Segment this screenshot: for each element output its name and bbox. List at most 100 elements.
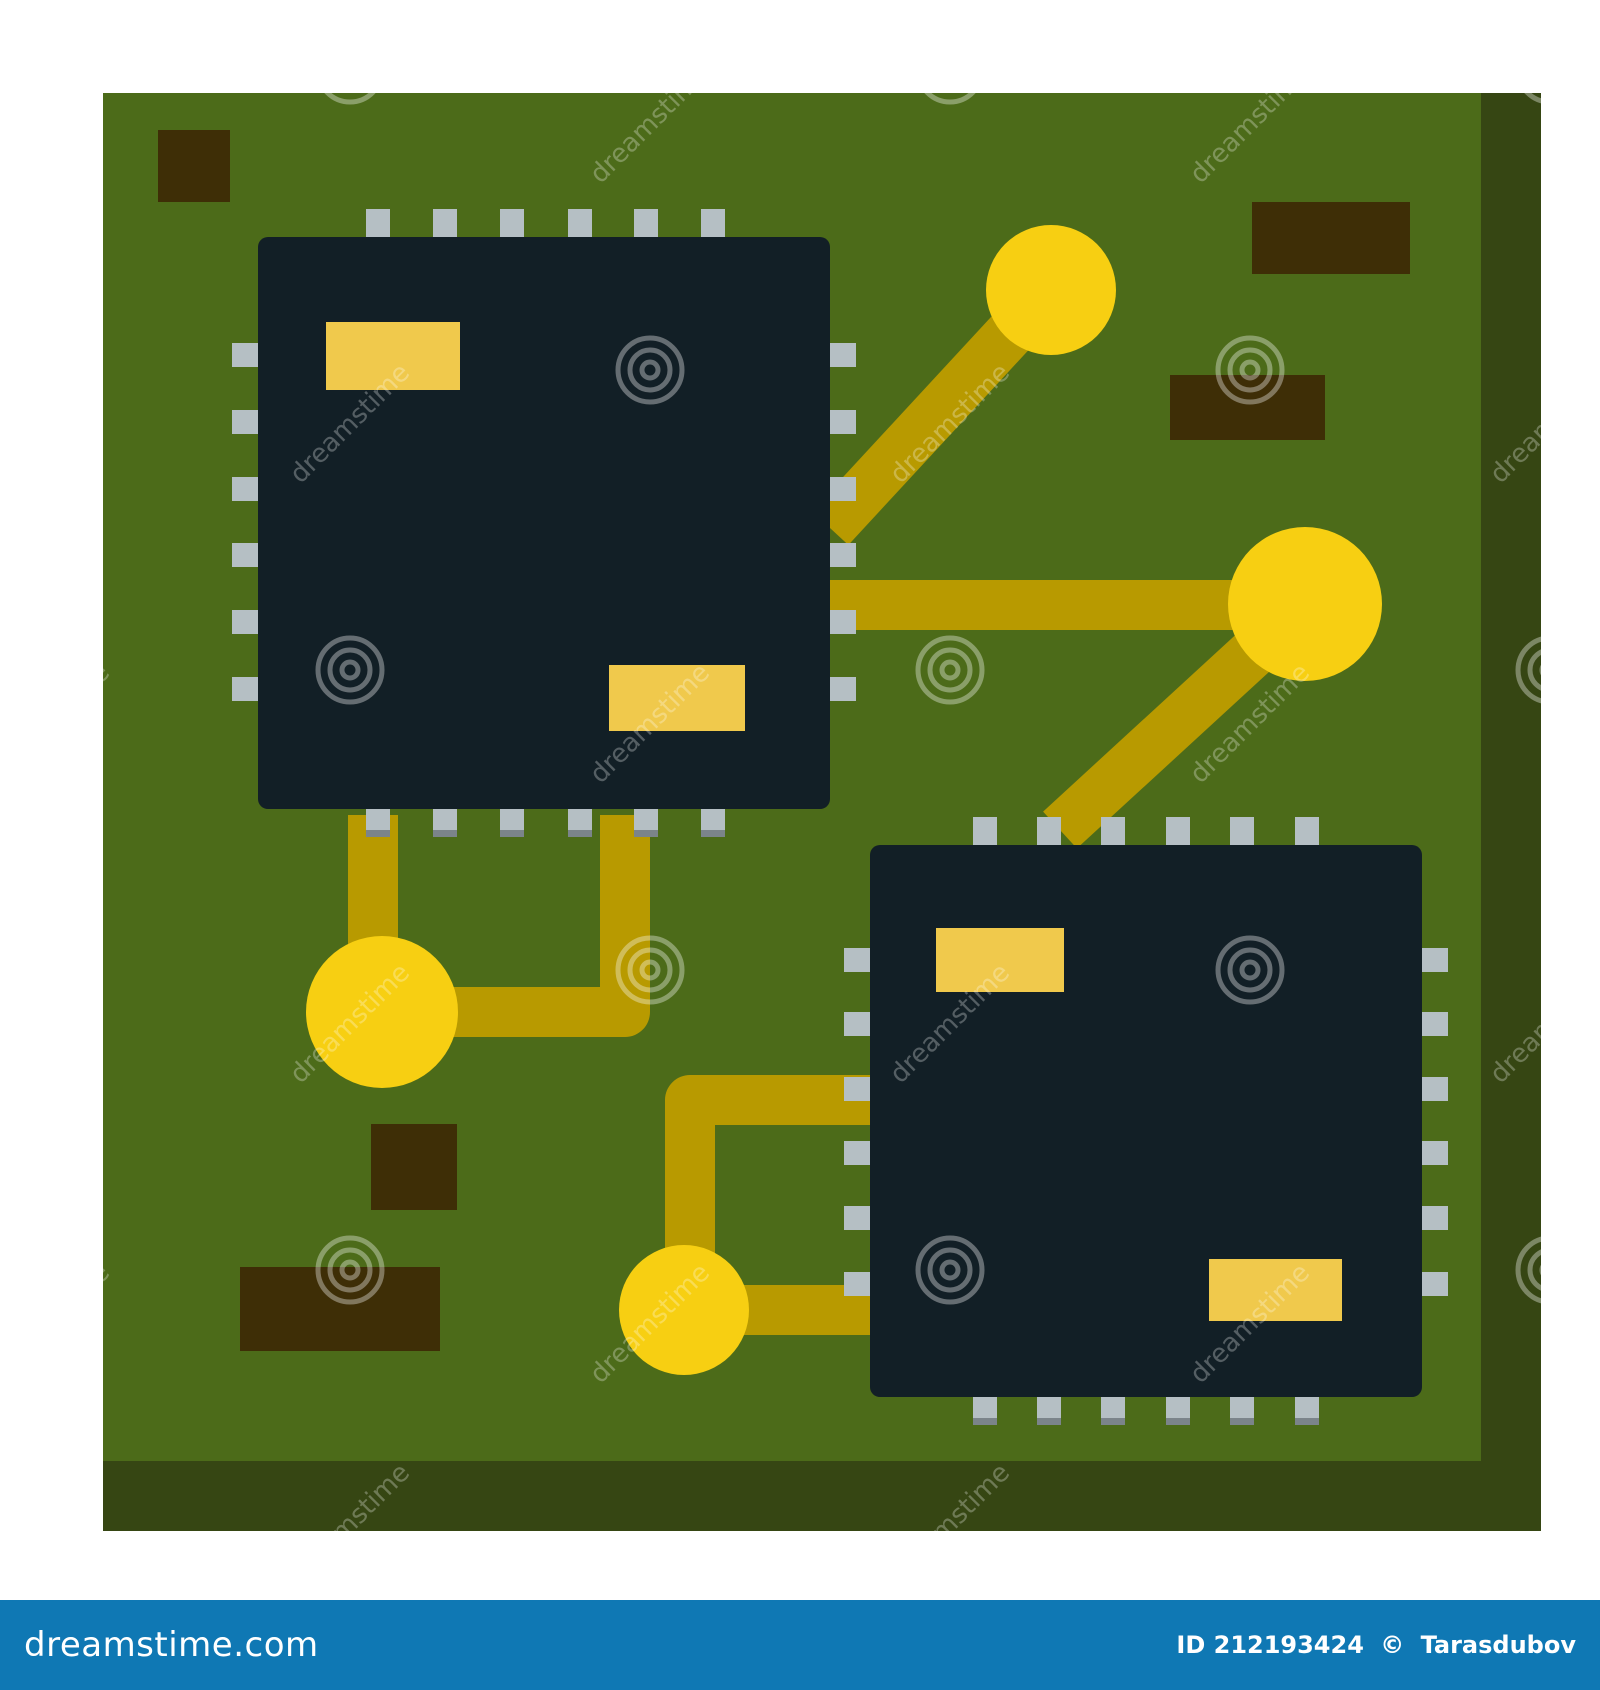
spiral-ring (1539, 1259, 1561, 1281)
footer-credit: ID 212193424 © Tarasdubov (1168, 1628, 1576, 1662)
chip-pin-shadow (701, 830, 725, 837)
spiral-ring (615, 335, 685, 405)
spiral-ring (15, 935, 85, 1005)
spiral-ring (1527, 47, 1573, 93)
spiral-icon (1215, 935, 1285, 1005)
spiral-ring (327, 647, 373, 693)
spiral-ring (939, 59, 961, 81)
spiral-ring (1215, 335, 1285, 405)
spiral-ring (915, 35, 985, 105)
copyright-icon: © (1380, 1631, 1405, 1659)
spiral-ring (1515, 35, 1585, 105)
image-id: ID 212193424 (1176, 1631, 1364, 1659)
chip-label (326, 322, 460, 390)
spiral-ring (327, 1247, 373, 1293)
pad (306, 936, 458, 1088)
spiral-ring (27, 1547, 73, 1593)
component (240, 1267, 440, 1351)
spiral-ring (1539, 59, 1561, 81)
spiral-icon (615, 335, 685, 405)
spiral-ring (315, 635, 385, 705)
spiral-icon (1515, 35, 1585, 105)
component (158, 130, 230, 202)
spiral-ring (639, 959, 661, 981)
spiral-ring (627, 947, 673, 993)
spiral-ring (27, 947, 73, 993)
author-name: Tarasdubov (1420, 1631, 1576, 1659)
spiral-ring (1239, 359, 1261, 381)
spiral-ring (915, 635, 985, 705)
spiral-ring (915, 1235, 985, 1305)
component (1170, 375, 1325, 440)
chip-pin-shadow (973, 1418, 997, 1425)
spiral-ring (939, 659, 961, 681)
spiral-icon (15, 1535, 85, 1600)
spiral-ring (315, 1235, 385, 1305)
spiral-ring (339, 659, 361, 681)
spiral-ring (627, 347, 673, 393)
chip-pin-shadow (634, 830, 658, 837)
spiral-ring (615, 1535, 685, 1600)
chip-bottom-right (844, 817, 1448, 1425)
spiral-ring (1239, 1559, 1261, 1581)
spiral-icon (915, 635, 985, 705)
spiral-ring (315, 35, 385, 105)
spiral-ring (1515, 635, 1585, 705)
spiral-ring (1215, 935, 1285, 1005)
spiral-ring (1527, 1247, 1573, 1293)
spiral-icon (15, 935, 85, 1005)
spiral-icon (1215, 335, 1285, 405)
footer-logo[interactable]: dreamstime.com (24, 1625, 319, 1665)
spiral-ring (615, 935, 685, 1005)
component (1252, 202, 1410, 274)
spiral-icon (1515, 1235, 1585, 1305)
spiral-ring (15, 1535, 85, 1600)
spiral-icon (315, 35, 385, 105)
chip-pin-shadow (433, 830, 457, 837)
spiral-ring (327, 47, 373, 93)
chip-pin-shadow (500, 830, 524, 837)
spiral-icon (315, 1235, 385, 1305)
chip-pin-shadow (1166, 1418, 1190, 1425)
spiral-icon (315, 635, 385, 705)
chip-label (1209, 1259, 1342, 1321)
spiral-ring (1515, 1235, 1585, 1305)
spiral-icon (915, 35, 985, 105)
watermark-text: dreamstime (0, 1258, 116, 1390)
spiral-ring (927, 47, 973, 93)
pad (619, 1245, 749, 1375)
spiral-ring (1227, 1547, 1273, 1593)
spiral-ring (1527, 647, 1573, 693)
spiral-ring (627, 1547, 673, 1593)
chip-pin-shadow (1037, 1418, 1061, 1425)
spiral-icon (915, 1235, 985, 1305)
spiral-ring (339, 1259, 361, 1281)
circuit-board (103, 93, 1541, 1531)
spiral-ring (39, 959, 61, 981)
spiral-ring (1539, 659, 1561, 681)
spiral-ring (15, 335, 85, 405)
chip-top-left (232, 209, 856, 837)
spiral-ring (1239, 959, 1261, 981)
trace (440, 815, 650, 1037)
chip-label (936, 928, 1064, 992)
pad (986, 225, 1116, 355)
spiral-icon (1215, 1535, 1285, 1600)
spiral-ring (339, 59, 361, 81)
chip-pin-shadow (1101, 1418, 1125, 1425)
footer-bar: dreamstime.com ID 212193424 © Tarasdubov (0, 1600, 1600, 1690)
spiral-icon (615, 935, 685, 1005)
spiral-icon (1515, 635, 1585, 705)
chip-pin-shadow (568, 830, 592, 837)
pad (1228, 527, 1382, 681)
component (371, 1124, 457, 1210)
spiral-ring (927, 1247, 973, 1293)
spiral-ring (939, 1259, 961, 1281)
watermark-text: dreamstime (0, 658, 116, 790)
chip-label (609, 665, 745, 731)
chip-pin-shadow (1295, 1418, 1319, 1425)
chip-pin-shadow (366, 830, 390, 837)
spiral-ring (39, 1559, 61, 1581)
spiral-ring (927, 647, 973, 693)
